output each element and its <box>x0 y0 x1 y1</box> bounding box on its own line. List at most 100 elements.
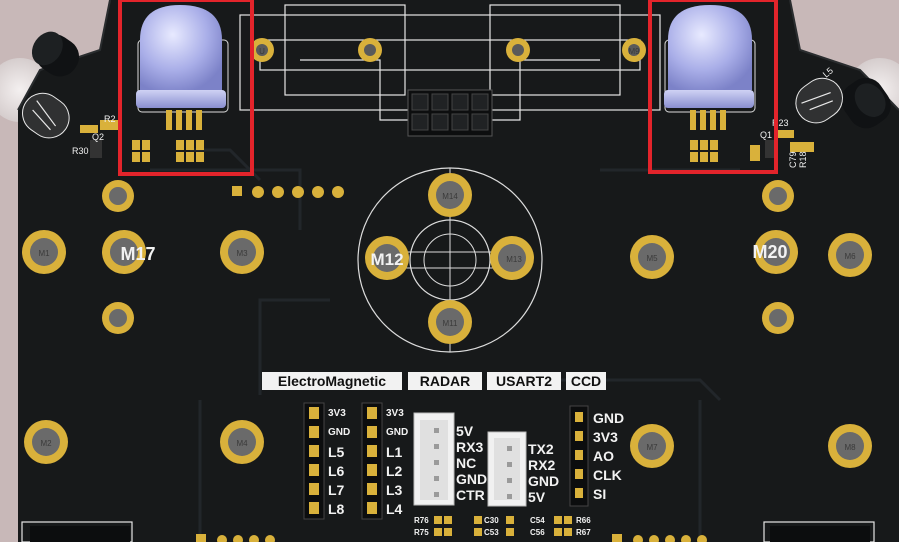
refdes-c54: C54 <box>530 516 545 525</box>
refdes-r23: R23 <box>772 118 789 128</box>
radar-pin-2: RX3 <box>456 439 483 455</box>
em-left-pin-4: L6 <box>328 463 345 479</box>
refdes-l5: L5 <box>821 65 835 79</box>
refdes-r67: R67 <box>576 528 591 537</box>
refdes-r2: R2 <box>104 114 116 124</box>
em-right-pin-3: L1 <box>386 444 403 460</box>
ccd-pin-2: 3V3 <box>593 429 618 445</box>
pcb-board <box>18 0 899 542</box>
refdes-c56: C56 <box>530 528 545 537</box>
hole-label-m1: M1 <box>38 249 50 258</box>
radar-pin-5: CTR <box>456 487 485 503</box>
hole-label-m11: M11 <box>443 319 459 328</box>
small-hole-2 <box>102 302 134 334</box>
small-hole-4 <box>762 302 794 334</box>
left-led-highlight <box>118 0 254 176</box>
hole-label-m17: M17 <box>120 244 155 264</box>
usart2-pin-4: 5V <box>528 489 546 505</box>
mount-hole-m5 <box>630 235 674 279</box>
em-left-pin-5: L7 <box>328 482 345 498</box>
radar-pin-3: NC <box>456 455 476 471</box>
right-smd-components <box>690 130 814 162</box>
section-labels <box>262 372 606 390</box>
em-right-pin-1: 3V3 <box>386 408 404 419</box>
refdes-r66: R66 <box>576 516 591 525</box>
mount-hole-m17 <box>102 230 146 274</box>
right-blue-led <box>664 5 756 130</box>
bottom-corner-parts <box>21 521 875 542</box>
ccd-pin-1: GND <box>593 410 624 426</box>
pad-label-u: U <box>259 47 265 56</box>
em-right-pin-6: L4 <box>386 501 403 517</box>
hole-label-m20: M20 <box>752 242 787 262</box>
right-ir-sensors <box>795 77 891 129</box>
mount-hole-m8 <box>828 424 872 468</box>
top-pin-header <box>407 89 493 137</box>
mount-hole-m3 <box>220 230 264 274</box>
em-left-pin-1: 3V3 <box>328 408 346 419</box>
hole-label-m6: M6 <box>844 252 856 261</box>
left-ir-sensors <box>22 31 80 139</box>
ccd-header <box>569 405 589 507</box>
em-left-pin-6: L8 <box>328 501 345 517</box>
mount-hole-m4 <box>220 420 264 464</box>
mount-hole-m6 <box>828 233 872 277</box>
ccd-pin-5: SI <box>593 486 606 502</box>
label-electromagnetic: ElectroMagnetic <box>278 373 386 389</box>
label-usart2: USART2 <box>496 373 552 389</box>
hole-label-m7: M7 <box>646 443 658 452</box>
usart2-connector <box>487 431 527 507</box>
left-smd-components <box>80 120 204 162</box>
em-left-pin-2: GND <box>328 427 350 438</box>
refdes-r76: R76 <box>414 516 429 525</box>
bottom-smd-components <box>434 516 572 536</box>
mount-hole-m2 <box>24 420 68 464</box>
refdes-c79: C79 <box>788 151 798 168</box>
hole-label-m8: M8 <box>844 443 856 452</box>
radar-connector <box>413 412 455 506</box>
mount-hole-m11 <box>428 300 472 344</box>
em-left-pin-3: L5 <box>328 444 345 460</box>
top-small-pads <box>250 38 646 62</box>
mount-hole-m1 <box>22 230 66 274</box>
ccd-pin-3: AO <box>593 448 614 464</box>
mount-hole-m13 <box>490 236 534 280</box>
label-radar: RADAR <box>420 373 471 389</box>
hole-label-m13: M13 <box>506 255 522 264</box>
small-hole-3 <box>762 180 794 212</box>
refdes-q1: Q1 <box>760 130 772 140</box>
usart2-pin-1: TX2 <box>528 441 554 457</box>
label-ccd: CCD <box>571 373 601 389</box>
hole-label-m12: M12 <box>370 250 403 269</box>
mount-hole-m7 <box>630 424 674 468</box>
em-header-left <box>303 402 325 520</box>
hole-label-m4: M4 <box>236 439 248 448</box>
copper-traces <box>150 148 740 542</box>
radar-pin-4: GND <box>456 471 487 487</box>
refdes-r30: R30 <box>72 146 89 156</box>
em-right-pin-5: L3 <box>386 482 403 498</box>
refdes-c30: C30 <box>484 516 499 525</box>
left-blue-led <box>136 5 229 130</box>
pad-label-m9: M9 <box>628 47 640 56</box>
usart2-pin-2: RX2 <box>528 457 555 473</box>
mount-hole-m20 <box>754 230 798 274</box>
refdes-r18: R18 <box>798 151 808 168</box>
ccd-pin-4: CLK <box>593 467 622 483</box>
right-led-highlight <box>648 0 778 174</box>
hole-label-m3: M3 <box>236 249 248 258</box>
usart2-pin-3: GND <box>528 473 559 489</box>
hole-label-m2: M2 <box>40 439 52 448</box>
hole-label-m14: M14 <box>442 192 458 201</box>
em-header-right <box>361 402 383 520</box>
radar-pin-1: 5V <box>456 423 474 439</box>
mount-hole-m12 <box>365 236 409 280</box>
refdes-r75: R75 <box>414 528 429 537</box>
refdes-q2: Q2 <box>92 132 104 142</box>
em-right-pin-2: GND <box>386 427 408 438</box>
refdes-c53: C53 <box>484 528 499 537</box>
top-pad-row <box>232 186 344 198</box>
bottom-pad-rows <box>196 534 707 542</box>
